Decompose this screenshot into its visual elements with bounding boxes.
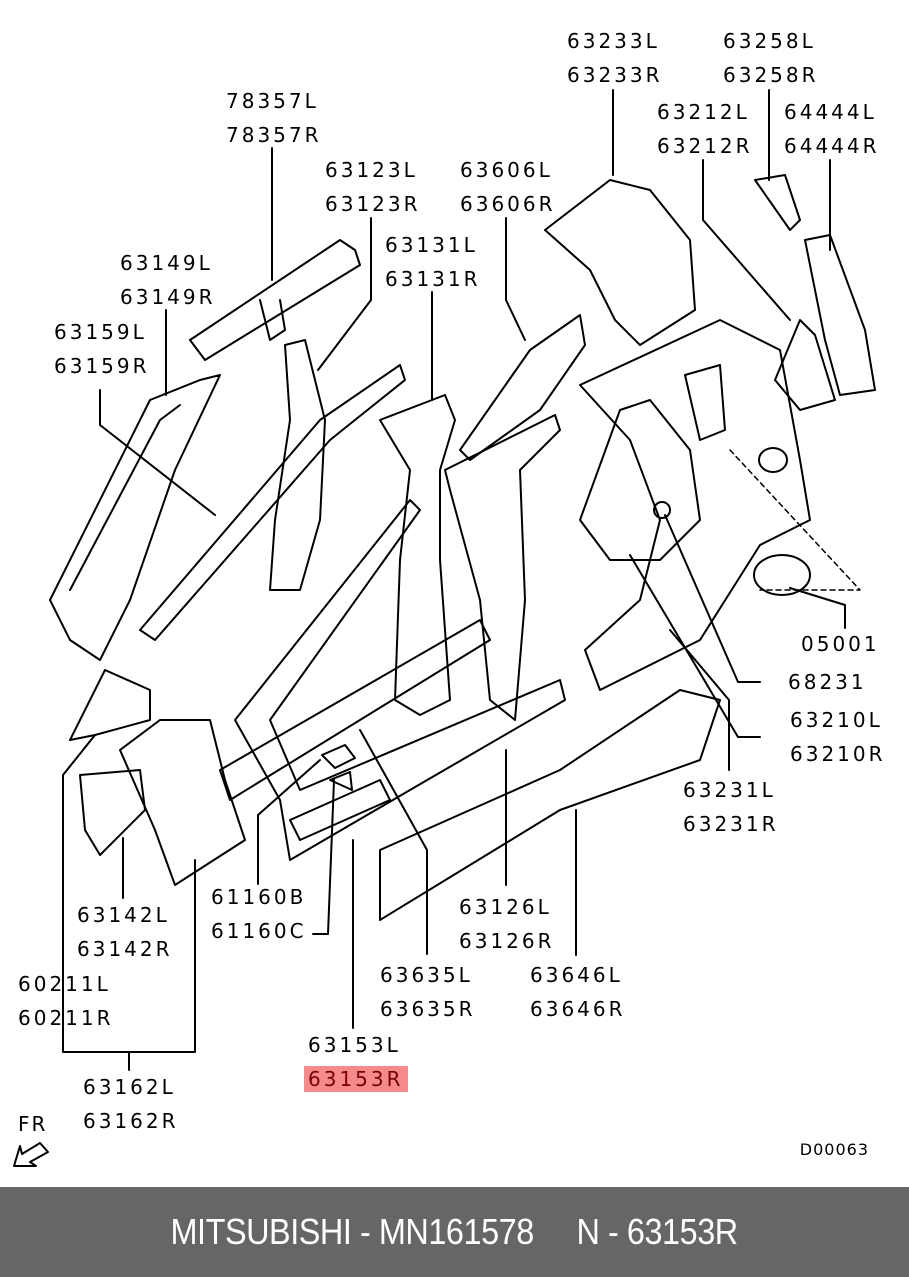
callout-68231[interactable]: 68231 <box>788 665 867 699</box>
callout-63126[interactable]: 63126L 63126R <box>459 890 555 958</box>
part-number-left: 63210L <box>790 708 883 732</box>
part-number-left: 63149L <box>120 251 213 275</box>
part-number-right: 63606R <box>460 192 556 216</box>
part-number-left: 63258L <box>723 29 816 53</box>
part-number-right: 63233R <box>567 63 663 87</box>
callout-63162[interactable]: 63162L 63162R <box>83 1070 179 1138</box>
callout-63210[interactable]: 63210L 63210R <box>790 703 886 771</box>
part-number-left: 63131L <box>385 233 478 257</box>
part-number-right: 63126R <box>459 929 555 953</box>
callout-64444[interactable]: 64444L 64444R <box>784 95 880 163</box>
callout-05001[interactable]: 05001 <box>801 627 880 661</box>
part-number-left: 63123L <box>325 158 418 182</box>
part-number-right: 63212R <box>657 134 753 158</box>
part-number-left: 63646L <box>530 963 623 987</box>
callout-63646[interactable]: 63646L 63646R <box>530 958 626 1026</box>
callout-63131[interactable]: 63131L 63131R <box>385 228 481 296</box>
front-direction-label: FR <box>18 1112 48 1136</box>
part-number: 05001 <box>801 632 880 656</box>
callout-63123[interactable]: 63123L 63123R <box>325 153 421 221</box>
part-number-left: 63635L <box>380 963 473 987</box>
part-number-left: 60211L <box>18 972 111 996</box>
part-number-b: 61160B <box>211 885 307 909</box>
callout-63153[interactable]: 63153L 63153R <box>304 1028 408 1096</box>
callout-63142[interactable]: 63142L 63142R <box>77 898 173 966</box>
diagram-code: D00063 <box>799 1140 869 1159</box>
callout-63233[interactable]: 63233L 63233R <box>567 24 663 92</box>
part-number-right: 64444R <box>784 134 880 158</box>
part-number-right: 63149R <box>120 285 216 309</box>
part-number-right: 60211R <box>18 1006 114 1030</box>
part-number-left: 63153L <box>308 1033 401 1057</box>
part-number-left: 63212L <box>657 100 750 124</box>
part-number-left: 63142L <box>77 903 170 927</box>
part-number-left: 78357L <box>226 89 319 113</box>
part-number-left: 63606L <box>460 158 553 182</box>
part-number-left: 63233L <box>567 29 660 53</box>
part-number-right: 63142R <box>77 937 173 961</box>
part-outlines <box>49 174 876 921</box>
part-number-right: 63162R <box>83 1109 179 1133</box>
part-number-right: 63131R <box>385 267 481 291</box>
callout-60211[interactable]: 60211L 60211R <box>18 967 114 1035</box>
part-number-right: 63123R <box>325 192 421 216</box>
highlighted-part-number: 63153R <box>304 1066 408 1092</box>
part-number-right: 63646R <box>530 997 626 1021</box>
callout-63606[interactable]: 63606L 63606R <box>460 153 556 221</box>
part-number-left: 63159L <box>54 320 147 344</box>
part-number-right: 63210R <box>790 742 886 766</box>
part-number-right: 63635R <box>380 997 476 1021</box>
part-number-right: 63159R <box>54 354 150 378</box>
footer-part-info: MITSUBISHI - MN161578 N - 63153R <box>170 1211 739 1252</box>
diagram-drawing <box>13 89 876 1167</box>
part-number-right: 63258R <box>723 63 819 87</box>
callout-63635[interactable]: 63635L 63635R <box>380 958 476 1026</box>
part-number-left: 63231L <box>683 778 776 802</box>
callout-63212[interactable]: 63212L 63212R <box>657 95 753 163</box>
part-number-left: 63162L <box>83 1075 176 1099</box>
front-direction-arrow <box>13 1142 49 1167</box>
part-number-left: 63126L <box>459 895 552 919</box>
part-number-right: 63231R <box>683 812 779 836</box>
part-number-right: 78357R <box>226 123 322 147</box>
leader-lines <box>62 89 861 1071</box>
callout-63159[interactable]: 63159L 63159R <box>54 315 150 383</box>
footer-bar: MITSUBISHI - MN161578 N - 63153R <box>0 1187 909 1277</box>
callout-61160[interactable]: 61160B 61160C <box>211 880 307 948</box>
callout-63258[interactable]: 63258L 63258R <box>723 24 819 92</box>
part-number-left: 64444L <box>784 100 877 124</box>
parts-diagram: 63233L 63233R 63258L 63258R 63212L 63212… <box>13 24 886 1167</box>
callout-63231[interactable]: 63231L 63231R <box>683 773 779 841</box>
callout-78357[interactable]: 78357L 78357R <box>226 84 322 152</box>
part-number-c: 61160C <box>211 919 307 943</box>
part-number: 68231 <box>788 670 867 694</box>
callout-63149[interactable]: 63149L 63149R <box>120 246 216 314</box>
